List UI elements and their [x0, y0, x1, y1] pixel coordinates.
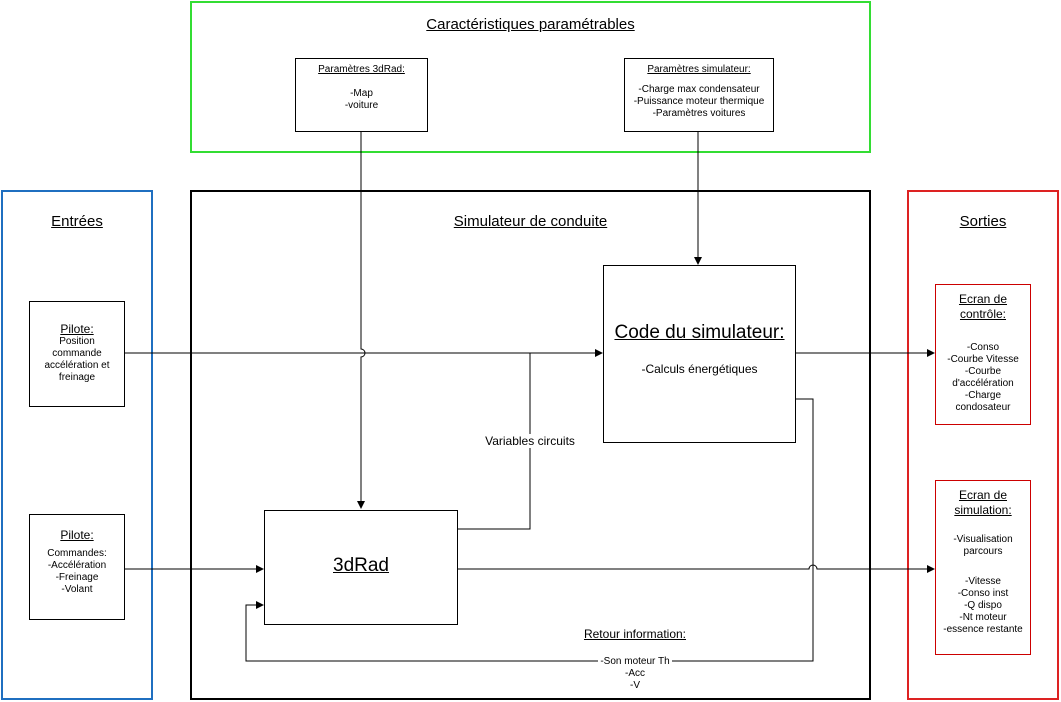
- simulator-title: Simulateur de conduite: [453, 213, 608, 230]
- variables-circuits-label: Variables circuits: [468, 434, 592, 448]
- params-sim-line: -Puissance moteur thermique: [633, 96, 765, 107]
- code-box: Code du simulateur: -Calculs énergétique…: [603, 265, 796, 443]
- control-screen-line: -Charge: [964, 390, 1002, 401]
- control-screen-line: d'accélération: [952, 378, 1014, 389]
- pilot2-title: Pilote:: [60, 528, 94, 542]
- pilot2-box: Pilote: Commandes: -Accélération -Freina…: [29, 514, 125, 620]
- pilot1-line: commande: [52, 348, 102, 359]
- feedback-title: Retour information:: [583, 627, 687, 641]
- inputs-frame: [1, 190, 153, 700]
- feedback-lines: -Son moteur Th -Acc -V: [560, 656, 710, 692]
- control-screen-box: Ecran de contrôle: -Conso -Courbe Vitess…: [935, 284, 1031, 425]
- params-sim-box: Paramètres simulateur: -Charge max conde…: [624, 58, 774, 132]
- sim-screen-line: -Visualisation: [953, 534, 1013, 545]
- sim-screen-box: Ecran de simulation: -Visualisation parc…: [935, 480, 1031, 655]
- simulator-frame: [190, 190, 871, 700]
- control-screen-line: condosateur: [955, 402, 1011, 413]
- sim-screen-line: -essence restante: [943, 624, 1023, 635]
- pilot2-line: -Accélération: [47, 560, 107, 571]
- sim-screen-line: -Q dispo: [964, 600, 1002, 611]
- params-3drad-line: -Map: [350, 88, 373, 99]
- control-screen-line: -Courbe Vitesse: [947, 354, 1019, 365]
- pilot2-line: -Volant: [61, 584, 93, 595]
- outputs-title: Sorties: [959, 213, 1007, 230]
- control-screen-title: Ecran de contrôle:: [958, 292, 1008, 321]
- parameters-frame: [190, 1, 871, 153]
- control-screen-line: -Courbe: [964, 366, 1002, 377]
- sim-screen-title: Ecran de simulation:: [954, 488, 1012, 517]
- pilot2-line: -Freinage: [55, 572, 99, 583]
- params-3drad-line: -voiture: [344, 100, 379, 111]
- pilot1-line: Position: [59, 336, 95, 347]
- pilot1-box: Pilote: Position commande accélération e…: [29, 301, 125, 407]
- params-3drad-title: Paramètres 3dRad:: [318, 64, 405, 75]
- feedback-loop: [245, 398, 814, 662]
- feedback-line: -V: [630, 680, 640, 691]
- pilot1-line: accélération et: [44, 360, 110, 371]
- sim-screen-line: -Vitesse: [965, 576, 1001, 587]
- outputs-frame: [907, 190, 1059, 700]
- feedback-line: -Acc: [625, 668, 645, 679]
- inputs-title: Entrées: [51, 213, 103, 230]
- code-box-title: Code du simulateur:: [614, 322, 785, 343]
- 3drad-box: 3dRad: [264, 510, 458, 625]
- 3drad-title: 3dRad: [333, 555, 389, 576]
- sim-screen-line: -Conso inst: [957, 588, 1009, 599]
- code-box-line: -Calculs énergétiques: [641, 362, 758, 376]
- params-3drad-to-3drad-arrow: [357, 132, 366, 509]
- feedback-line: -Son moteur Th: [598, 656, 672, 668]
- sim-screen-line: parcours: [963, 546, 1003, 557]
- control-screen-line: -Conso: [966, 342, 1000, 353]
- sim-screen-line: -Nt moteur: [959, 612, 1007, 623]
- variables-circuits-connector: [458, 353, 531, 530]
- params-3drad-box: Paramètres 3dRad: -Map -voiture: [295, 58, 428, 132]
- pilot2-line: Commandes:: [47, 548, 107, 559]
- params-sim-title: Paramètres simulateur:: [647, 64, 751, 75]
- parameters-title: Caractéristiques paramétrables: [426, 16, 635, 33]
- params-sim-line: -Charge max condensateur: [638, 84, 760, 95]
- params-sim-line: -Paramètres voitures: [652, 108, 746, 119]
- 3drad-to-sim-screen-arrow: [458, 564, 935, 573]
- pilot1-title: Pilote:: [60, 322, 94, 336]
- pilot1-line: freinage: [58, 372, 96, 383]
